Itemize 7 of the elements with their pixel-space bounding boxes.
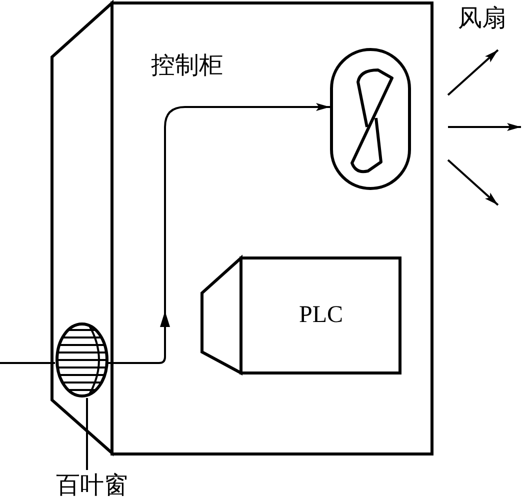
cabinet-label: 控制柜 [151,50,223,80]
airflow-line [0,362,55,364]
fan-label: 风扇 [458,3,506,33]
airflow-arrow [107,103,330,364]
louver-label: 百叶窗 [42,470,142,500]
leader-line [86,398,88,470]
louver-drawing [55,322,109,398]
